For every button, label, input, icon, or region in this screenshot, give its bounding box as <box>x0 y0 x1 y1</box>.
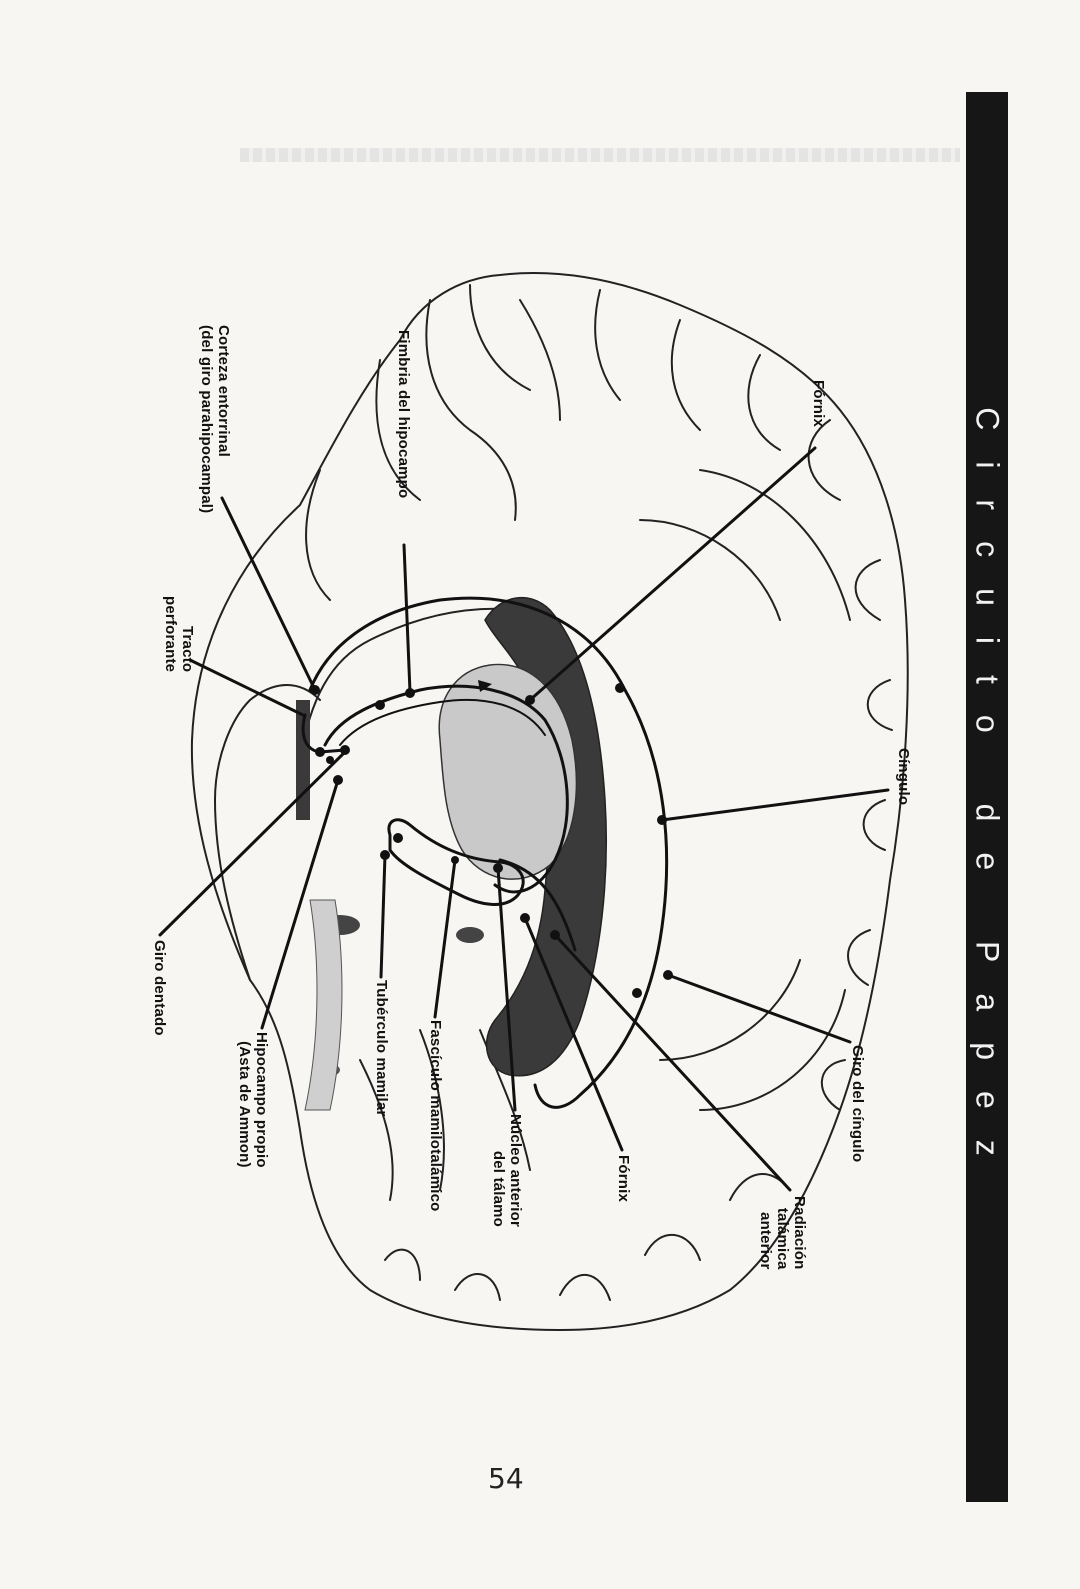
label-hipocampo-propio: Hipocampo propio (Asta de Ammon) <box>236 1032 270 1168</box>
leader-fasciculo <box>433 858 457 1019</box>
leader-giro-cingulo <box>666 973 852 1044</box>
title-bar <box>966 92 1008 1502</box>
brain-outline <box>190 272 909 1331</box>
temporal-lobe <box>214 684 321 981</box>
leader-fimbria <box>402 543 412 694</box>
mammillothalamic-path <box>387 818 525 906</box>
leader-hipocampo <box>260 778 340 1030</box>
fornix-path <box>323 684 569 894</box>
label-tuberculo-mamilar: Tubérculo mamilar <box>373 980 390 1117</box>
leader-radiacion <box>553 933 792 1192</box>
label-corteza-entorrinal: Corteza entorrinal (del giro parahipocam… <box>198 325 232 514</box>
leader-fornix-top <box>528 446 817 702</box>
label-fimbria: Fimbria del hipocampo <box>395 330 412 499</box>
leader-tuberculo <box>379 853 387 979</box>
gyrus-contour <box>384 1173 791 1301</box>
leader-corteza <box>220 496 317 692</box>
gyrus-contour <box>305 284 531 601</box>
fornix-inner <box>339 698 546 746</box>
gyrus-contour <box>639 469 851 1111</box>
leader-fornix-bottom <box>523 916 624 1152</box>
leader-cingulo <box>660 788 890 822</box>
dark-structure <box>456 927 484 943</box>
label-nucleo-anterior: Núcleo anterior del tálamo <box>490 1114 524 1228</box>
label-fornix-bottom: Fórnix <box>615 1155 632 1203</box>
page-number: 54 <box>488 1462 524 1495</box>
label-cingulo: Cíngulo <box>895 748 912 806</box>
leader-nucleo <box>496 866 517 1112</box>
gyrus-contour <box>820 559 893 1111</box>
leader-giro-dentado <box>158 750 347 937</box>
brainstem <box>304 899 343 1111</box>
label-fasciculo-mamilotalamico: Fascículo mamilotalámico <box>427 1020 444 1212</box>
faint-header-text <box>240 148 960 162</box>
thalamic-radiation <box>498 858 577 952</box>
label-fornix-top: Fórnix <box>810 380 827 428</box>
hippocampal-contour <box>299 607 521 761</box>
label-giro-cingulo: Giro del cíngulo <box>849 1045 866 1163</box>
cingulum-path <box>308 596 669 1109</box>
leader-tracto <box>188 658 305 717</box>
gyrus-contour <box>519 289 841 501</box>
label-tracto-perforante: Tracto perforante <box>162 596 196 673</box>
label-giro-dentado: Giro dentado <box>151 940 168 1036</box>
label-radiacion-talamica: Radiación talámica anterior <box>757 1196 808 1270</box>
